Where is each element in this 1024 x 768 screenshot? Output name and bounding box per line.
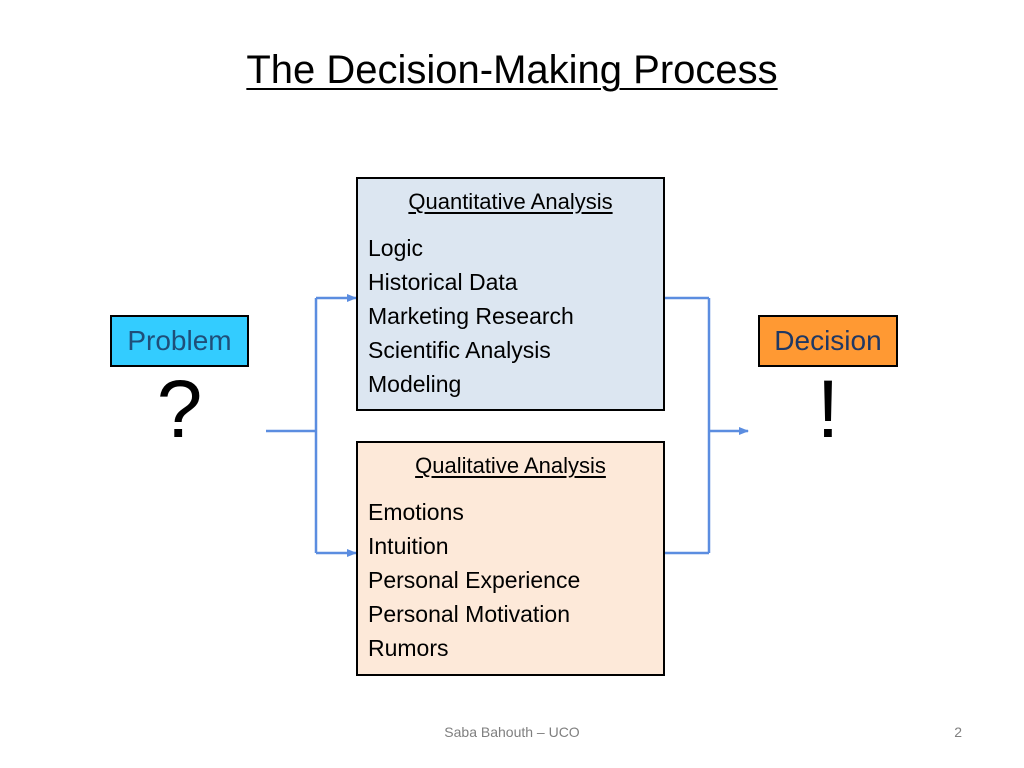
- list-item: Modeling: [368, 371, 462, 397]
- slide-title: The Decision-Making Process: [246, 48, 778, 92]
- list-item: Scientific Analysis: [368, 337, 551, 363]
- question-mark-symbol: ?: [156, 364, 203, 455]
- quantitative-analysis-box: Quantitative Analysis Logic Historical D…: [356, 177, 665, 411]
- list-item: Historical Data: [368, 269, 518, 295]
- list-item: Personal Experience: [368, 567, 581, 593]
- list-item: Emotions: [368, 499, 464, 525]
- decision-box: Decision: [758, 315, 898, 367]
- list-item: Intuition: [368, 533, 449, 559]
- slide-footer: Saba Bahouth – UCO: [444, 724, 580, 740]
- qualitative-list: Emotions Intuition Personal Experience P…: [368, 495, 653, 665]
- list-item: Marketing Research: [368, 303, 574, 329]
- list-item: Personal Motivation: [368, 601, 570, 627]
- qualitative-analysis-box: Qualitative Analysis Emotions Intuition …: [356, 441, 665, 676]
- list-item: Rumors: [368, 635, 449, 661]
- problem-box: Problem: [110, 315, 249, 367]
- quantitative-heading: Quantitative Analysis: [408, 189, 613, 214]
- page-number: 2: [954, 724, 962, 740]
- quantitative-list: Logic Historical Data Marketing Research…: [368, 231, 653, 401]
- qualitative-heading: Qualitative Analysis: [415, 453, 606, 478]
- exclamation-mark-symbol: !: [816, 364, 840, 455]
- list-item: Logic: [368, 235, 423, 261]
